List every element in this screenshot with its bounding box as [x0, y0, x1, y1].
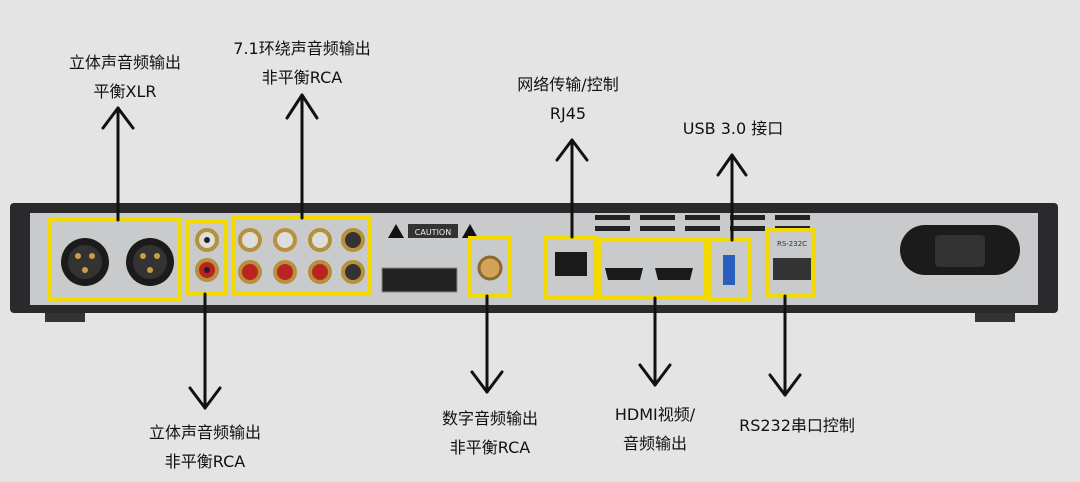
rj45-port	[555, 252, 587, 276]
hdmi-port	[655, 268, 693, 280]
device-panel	[30, 213, 1038, 305]
highlight-hdmi	[598, 238, 707, 300]
warning-icon	[388, 224, 404, 238]
coax-connector	[477, 255, 503, 281]
arrow-hdmi	[638, 296, 672, 387]
compliance-label	[381, 267, 458, 293]
arrow-rs232	[768, 294, 802, 397]
label-rs232: RS232串口控制	[739, 416, 855, 435]
highlight-digital-coax	[468, 236, 512, 298]
svg-text:CAUTION: CAUTION	[415, 228, 451, 237]
highlight-stereo-rca	[186, 220, 228, 296]
label-usb: USB 3.0 接口	[682, 119, 784, 138]
warning-icon	[462, 224, 478, 238]
arrow-digital	[470, 294, 504, 394]
highlight-usb	[708, 238, 752, 302]
arrow-xlr	[101, 106, 135, 222]
label-digital: 数字音频输出非平衡RCA	[441, 409, 539, 457]
caution-label	[408, 224, 458, 238]
label-xlr: 立体声音频输出平衡XLR	[68, 53, 182, 101]
svg-text:RS-232C: RS-232C	[777, 240, 807, 248]
rs232-port	[773, 258, 811, 280]
label-stereo-rca: 立体声音频输出非平衡RCA	[148, 423, 262, 471]
arrow-stereo-rca	[188, 292, 222, 410]
usb-port	[723, 255, 735, 285]
surround-rca-connectors	[238, 228, 365, 284]
highlight-rs232	[766, 228, 816, 298]
highlight-rj45	[543, 235, 597, 299]
arrow-surround	[285, 93, 319, 220]
hdmi-port	[605, 268, 643, 280]
power-socket	[935, 235, 985, 267]
arrow-usb	[716, 153, 748, 242]
label-surround: 7.1环绕声音频输出非平衡RCA	[233, 39, 371, 87]
xlr-connectors	[61, 238, 174, 286]
arrow-rj45	[555, 138, 589, 239]
label-hdmi: HDMI视频/音频输出	[614, 405, 696, 453]
highlight-xlr	[48, 218, 182, 302]
stereo-rca-connectors	[195, 228, 219, 282]
